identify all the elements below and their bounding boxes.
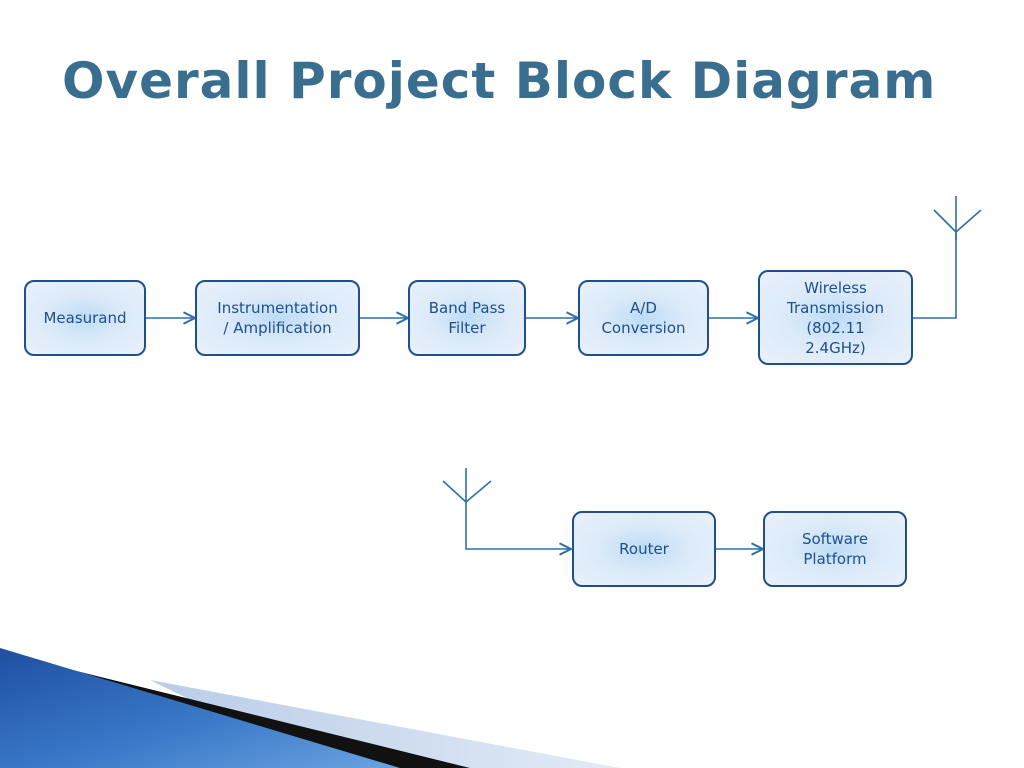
- block-router: Router: [572, 511, 716, 587]
- block-software-platform: Software Platform: [763, 511, 907, 587]
- slide-title: Overall Project Block Diagram: [62, 52, 937, 110]
- decorative-corner-swoosh: [0, 648, 620, 768]
- antenna-icon: [442, 468, 571, 549]
- block-band-pass-filter: Band Pass Filter: [408, 280, 526, 356]
- antenna-icon: [913, 196, 982, 319]
- block-measurand: Measurand: [24, 280, 146, 356]
- block-ad-conversion: A/D Conversion: [578, 280, 709, 356]
- block-instrumentation-amplification: Instrumentation / Amplification: [195, 280, 360, 356]
- block-wireless-transmission: Wireless Transmission (802.11 2.4GHz): [758, 270, 913, 365]
